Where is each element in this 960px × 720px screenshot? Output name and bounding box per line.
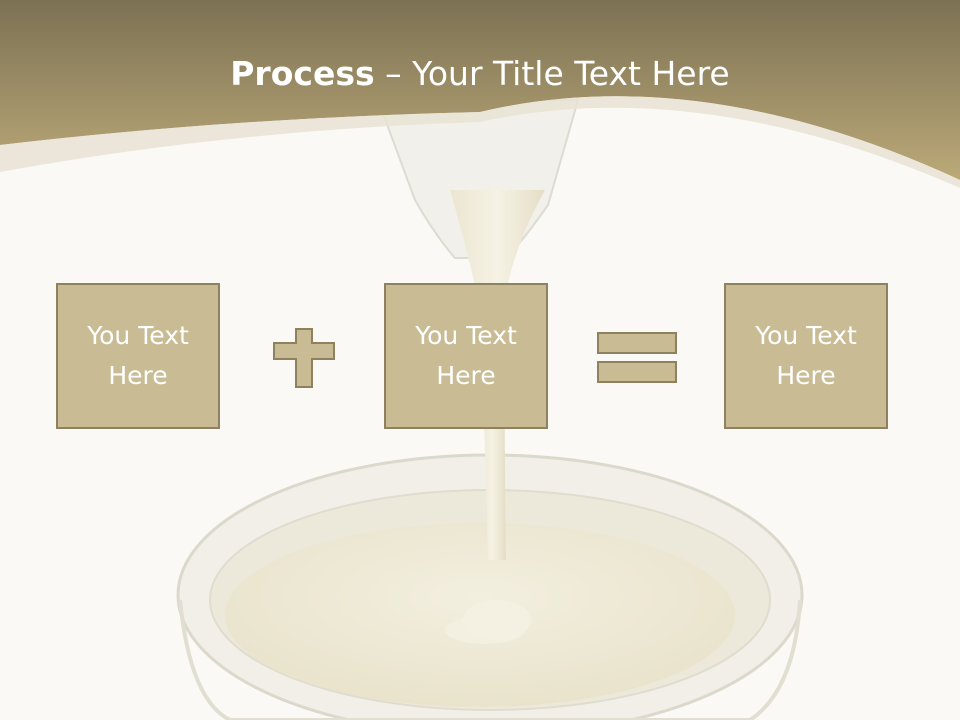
text-box-3: You Text Here — [724, 283, 888, 429]
text-box-2: You Text Here — [384, 283, 548, 429]
header-band — [0, 0, 960, 180]
slide-title: Process – Your Title Text Here — [0, 52, 960, 96]
header-curve-highlight — [0, 96, 960, 188]
text-box-2-label: You Text Here — [415, 321, 517, 390]
title-bold: Process — [230, 54, 375, 93]
title-rest: – Your Title Text Here — [374, 54, 730, 93]
text-box-3-label: You Text Here — [755, 321, 857, 390]
text-box-1: You Text Here — [56, 283, 220, 429]
text-box-1-label: You Text Here — [87, 321, 189, 390]
